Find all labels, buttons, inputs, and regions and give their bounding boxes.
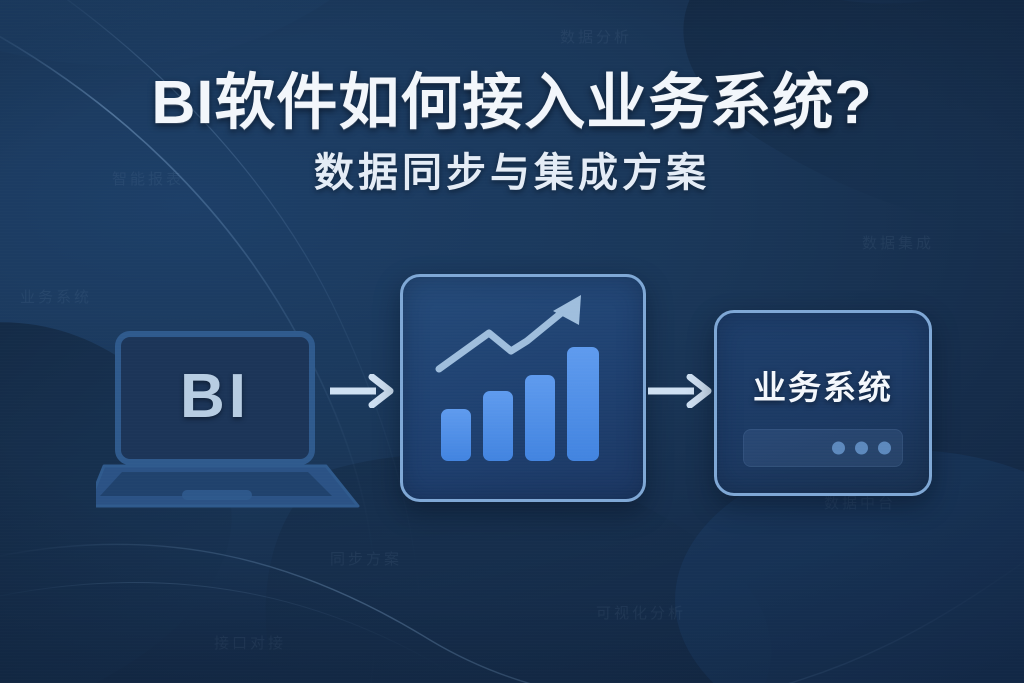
background-curve-2 [66,0,423,683]
chart-bar [567,347,599,461]
server-dot [832,441,845,455]
trend-arrowhead [553,295,581,325]
arrow-right-icon [330,373,394,409]
server-status-dots [832,441,891,455]
server-dot [878,441,891,455]
chart-bar [525,375,555,461]
background-watermark: 智能报表 [112,171,185,188]
arrow-right-icon [648,373,712,409]
server-rack-icon [743,429,903,467]
page-title: BI软件如何接入业务系统? [151,68,873,136]
flow-arrow-2 [648,373,714,413]
bar-chart-icon [435,295,599,461]
background-watermark: 接口对接 [214,635,287,652]
background-watermark: 数据分析 [560,29,633,46]
background-watermark: 数据集成 [862,235,935,252]
chart-card-frame [400,274,646,502]
background-curve-4 [0,581,451,673]
page-subtitle: 数据同步与集成方案 [314,151,710,195]
flow-diagram: BI [0,262,1024,522]
business-card-frame: 业务系统 [714,310,932,496]
background-blob-bottom [265,454,772,683]
laptop-base-inner [100,472,332,496]
chart-bar [441,409,471,461]
business-system-label: 业务系统 [753,369,893,406]
card-texture [403,277,643,499]
laptop-icon [86,331,360,508]
server-dot [855,441,868,455]
laptop-trackpad [182,490,252,500]
background-curve-3 [0,543,1024,683]
heading-block: BI软件如何接入业务系统? 数据同步与集成方案 [0,68,1024,195]
background-watermark: 同步方案 [330,551,403,568]
trend-line [435,301,575,373]
chart-bar [483,391,513,461]
background-blob-top-right [683,0,1024,236]
laptop-screen [115,331,315,465]
background-watermark: 数据中台 [824,495,897,512]
background-watermark: 业务系统 [20,289,93,306]
flow-arrow-1 [330,373,396,413]
business-system-card: 业务系统 [714,310,932,496]
analytics-chart-card [400,274,646,502]
background-blob-top-left [0,0,330,66]
card-texture [717,313,929,493]
background-watermark: 可视化分析 [596,605,687,622]
bi-laptop: BI [86,330,368,525]
background-glow-bottom-right [675,450,1024,683]
